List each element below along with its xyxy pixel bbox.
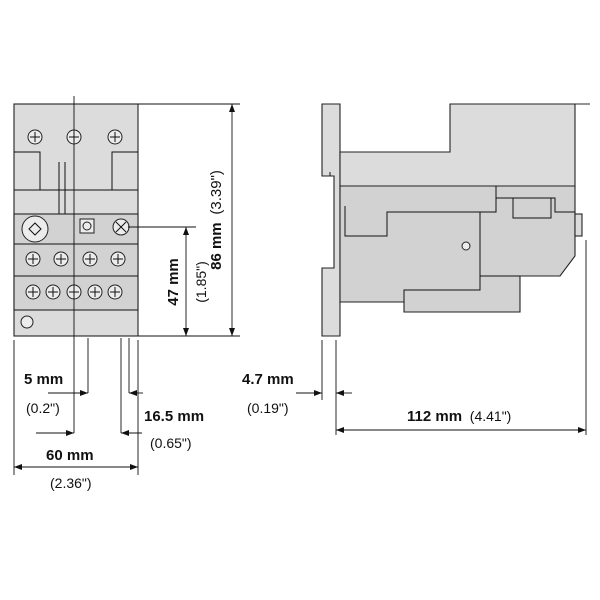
top-screw-right xyxy=(107,129,123,145)
width-metric: 60 mm xyxy=(46,447,94,464)
terminal-row-lower xyxy=(25,284,123,300)
height-metric: 86 mm xyxy=(208,222,225,270)
rail-offset-imperial: (0.19") xyxy=(247,400,289,416)
top-screw-left xyxy=(27,129,43,145)
pitch-imperial: (0.65") xyxy=(150,435,192,451)
side-housing-top xyxy=(339,103,576,187)
terminal-height-label: 47 mm (1.85") xyxy=(165,258,209,306)
height-imperial: (3.39") xyxy=(208,170,225,215)
side-housing-bottom xyxy=(339,185,576,313)
offset-imperial: (0.2") xyxy=(26,400,60,416)
rail-offset-metric: 4.7 mm xyxy=(242,371,294,388)
depth-imperial: (4.41") xyxy=(470,408,512,424)
width-imperial: (2.36") xyxy=(50,475,92,491)
front-view xyxy=(13,96,240,475)
side-view xyxy=(296,103,590,435)
mounting-hole xyxy=(20,315,34,329)
din-rail-clip xyxy=(321,103,341,337)
depth-metric: 112 mm xyxy=(407,408,462,425)
terminal-height-metric: 47 mm xyxy=(165,258,182,306)
svg-text:86 mm (3.39"): 86 mm (3.39") xyxy=(208,170,225,270)
depth-label: 112 mm (4.41") xyxy=(407,408,511,425)
height-label: 86 mm (3.39") xyxy=(208,170,225,270)
terminal-row-upper xyxy=(25,251,126,267)
terminal-height-imperial: (1.85") xyxy=(193,261,209,303)
offset-metric: 5 mm xyxy=(24,371,63,388)
setting-dial xyxy=(21,215,49,243)
side-screw xyxy=(461,241,471,251)
pitch-metric: 16.5 mm xyxy=(144,408,204,425)
reset-screw xyxy=(112,218,130,236)
